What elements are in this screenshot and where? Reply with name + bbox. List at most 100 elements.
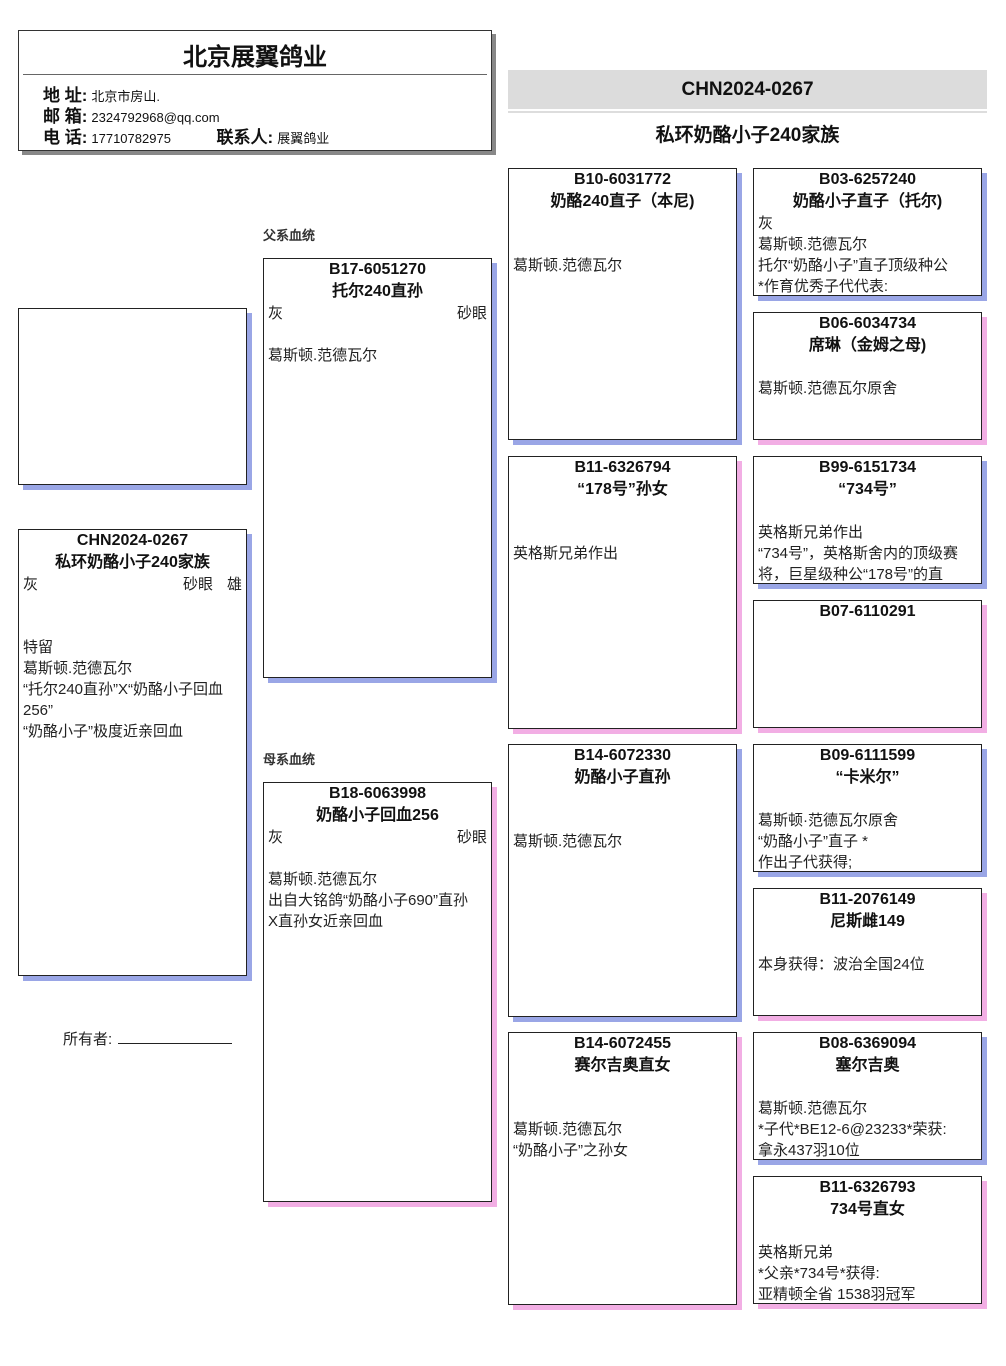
bird-name: 尼斯雌149 [830,913,905,930]
note-line: 葛斯顿.范德瓦尔 [513,257,623,274]
address-row: 地 址:北京市房山. [43,85,160,106]
note-line: 拿永437羽10位 [758,1142,860,1159]
note-line: *作育优秀子代代表: [758,278,889,295]
note-line: 葛斯顿.范德瓦尔 [268,347,378,364]
note-line: 托尔“奶酪小子”直子顶级种公 [758,257,948,274]
note-line: 葛斯顿.范德瓦尔 [758,1100,868,1117]
blank-row [509,810,736,831]
contact-value: 展翼鸽业 [277,131,330,146]
bird-name: 塞尔吉奥 [835,1057,900,1074]
owner-field: 所有者: [63,1028,233,1049]
bird-name: 734号直女 [830,1201,905,1218]
bird-name: 私环奶酪小子240家族 [55,554,210,571]
address-label: 地 址: [43,86,88,105]
eye-type: 砂眼 [182,576,213,593]
bird-name: 托尔240直孙 [332,283,423,300]
note-line: “托尔240直孙”X“奶酪小子回血 [23,681,224,698]
bird-name: 奶酪240直子（本尼) [550,193,695,210]
blank-row [509,234,736,255]
phone-row: 电 话:17710782975 联系人:展翼鸽业 [43,127,329,148]
attributes-row: 灰 砂眼雄 [19,574,246,595]
bird-name: “卡米尔” [835,769,900,786]
note-line: X直孙女近亲回血 [268,913,384,930]
pedigree-card-dds: B08-6369094 塞尔吉奥葛斯顿.范德瓦尔 *子代*BE12-6@23233*… [753,1032,982,1160]
ring-number-band: CHN2024-0267 [508,70,987,109]
divider [23,74,487,75]
note-line: 作出子代获得; [758,854,853,871]
blank-row [509,1077,736,1098]
bird-name: 奶酪小子直孙 [574,769,671,786]
ring-number: B11-6326793 [819,1179,916,1196]
ring-number: B07-6110291 [819,603,916,620]
bird-name: “734号” [838,481,897,498]
blank-row [754,789,981,810]
ring-number: B10-6031772 [574,171,671,188]
plumage-color: 灰 [268,305,284,322]
blank-row [754,357,981,378]
note-line: 英格斯兄弟作出 [513,545,619,562]
blank-row [264,324,491,345]
dam-line-label: 母系血统 [263,752,316,767]
plumage-color: 灰 [23,576,39,593]
email-label: 邮 箱: [43,107,88,126]
email-value: 2324792968@qq.com [91,110,220,125]
phone-value: 17710782975 [91,131,171,146]
eye-type: 砂眼 [456,305,487,322]
attributes-row: 灰 [754,213,981,234]
note-line: 256” [23,702,54,719]
note-line: 将，巨星级种公“178号”的直 [758,566,944,583]
note-line: 葛斯顿.范德瓦尔 [513,833,623,850]
family-title: 私环奶酪小子240家族 [655,125,840,146]
eye-sex: 砂眼 [443,303,487,324]
ring-number: B09-6111599 [819,747,916,764]
note-line: 出自大铭鸽“奶酪小子690”直孙 [268,892,469,909]
pedigree-card-dss: B09-6111599“卡米尔”葛斯顿·范德瓦尔原舍 “奶酪小子”直子 *作出子… [753,744,982,872]
blank-row [754,1221,981,1242]
note-line: 葛斯顿.范德瓦尔原舍 [758,380,898,397]
note-line: “734号”，英格斯舍内的顶级赛 [758,545,959,562]
ring-number: B18-6063998 [329,785,426,802]
bird-name: 席琳（金姆之母) [808,337,927,354]
pedigree-card-ss: B10-6031772 奶酪240直子（本尼) 葛斯顿.范德瓦尔 [508,168,737,440]
attributes-row: 灰 砂眼 [264,303,491,324]
ring-number: B17-6051270 [329,261,426,278]
note-line: 葛斯顿.范德瓦尔 [513,1121,623,1138]
pedigree-card-ds: B14-6072330 奶酪小子直孙葛斯顿.范德瓦尔 [508,744,737,1017]
owner-signature-line [118,1029,233,1044]
ring-number: CHN2024-0267 [76,532,189,549]
blank-row [509,1098,736,1119]
pedigree-card-sdd: B07-6110291 [753,600,982,728]
photo-placeholder [18,308,247,485]
attributes-row: 灰 砂眼 [264,827,491,848]
note-line: “奶酪小子”之孙女 [513,1142,628,1159]
ring-number: B14-6072330 [574,747,671,764]
ring-number: B14-6072455 [574,1035,671,1052]
note-line: *父亲*734号*获得: [758,1265,880,1282]
eye-type: 砂眼 [456,829,487,846]
note-line: 葛斯顿.范德瓦尔 [268,871,378,888]
sire-line-label: 父系血统 [263,228,316,243]
ring-number: B08-6369094 [819,1035,916,1052]
pedigree-card-sds: B99-6151734“734号”英格斯兄弟作出“734号”，英格斯舍内的顶级赛… [753,456,982,584]
blank-row [754,933,981,954]
note-line: 本身获得：波治全国24位 [758,956,925,973]
blank-row [509,213,736,234]
ring-number: B03-6257240 [819,171,916,188]
plumage-color: 灰 [268,829,284,846]
owner-label: 所有者: [63,1031,113,1048]
blank-row [509,789,736,810]
eye-sex: 砂眼 [443,827,487,848]
note-line: 亚精顿全省 1538羽冠军 [758,1286,916,1303]
blank-row [509,501,736,522]
note-line: “奶酪小子”极度近亲回血 [23,723,183,740]
bird-name: 奶酪小子直子（托尔) [792,193,943,210]
note-line: “奶酪小子”直子 * [758,833,868,850]
note-line: *子代*BE12-6@23233*荣获: [758,1121,947,1138]
ring-number: B06-6034734 [819,315,916,332]
blank-row [19,595,246,616]
sex: 雄 [226,576,242,593]
pedigree-card-ssd: B06-6034734 席琳（金姆之母) 葛斯顿.范德瓦尔原舍 [753,312,982,440]
